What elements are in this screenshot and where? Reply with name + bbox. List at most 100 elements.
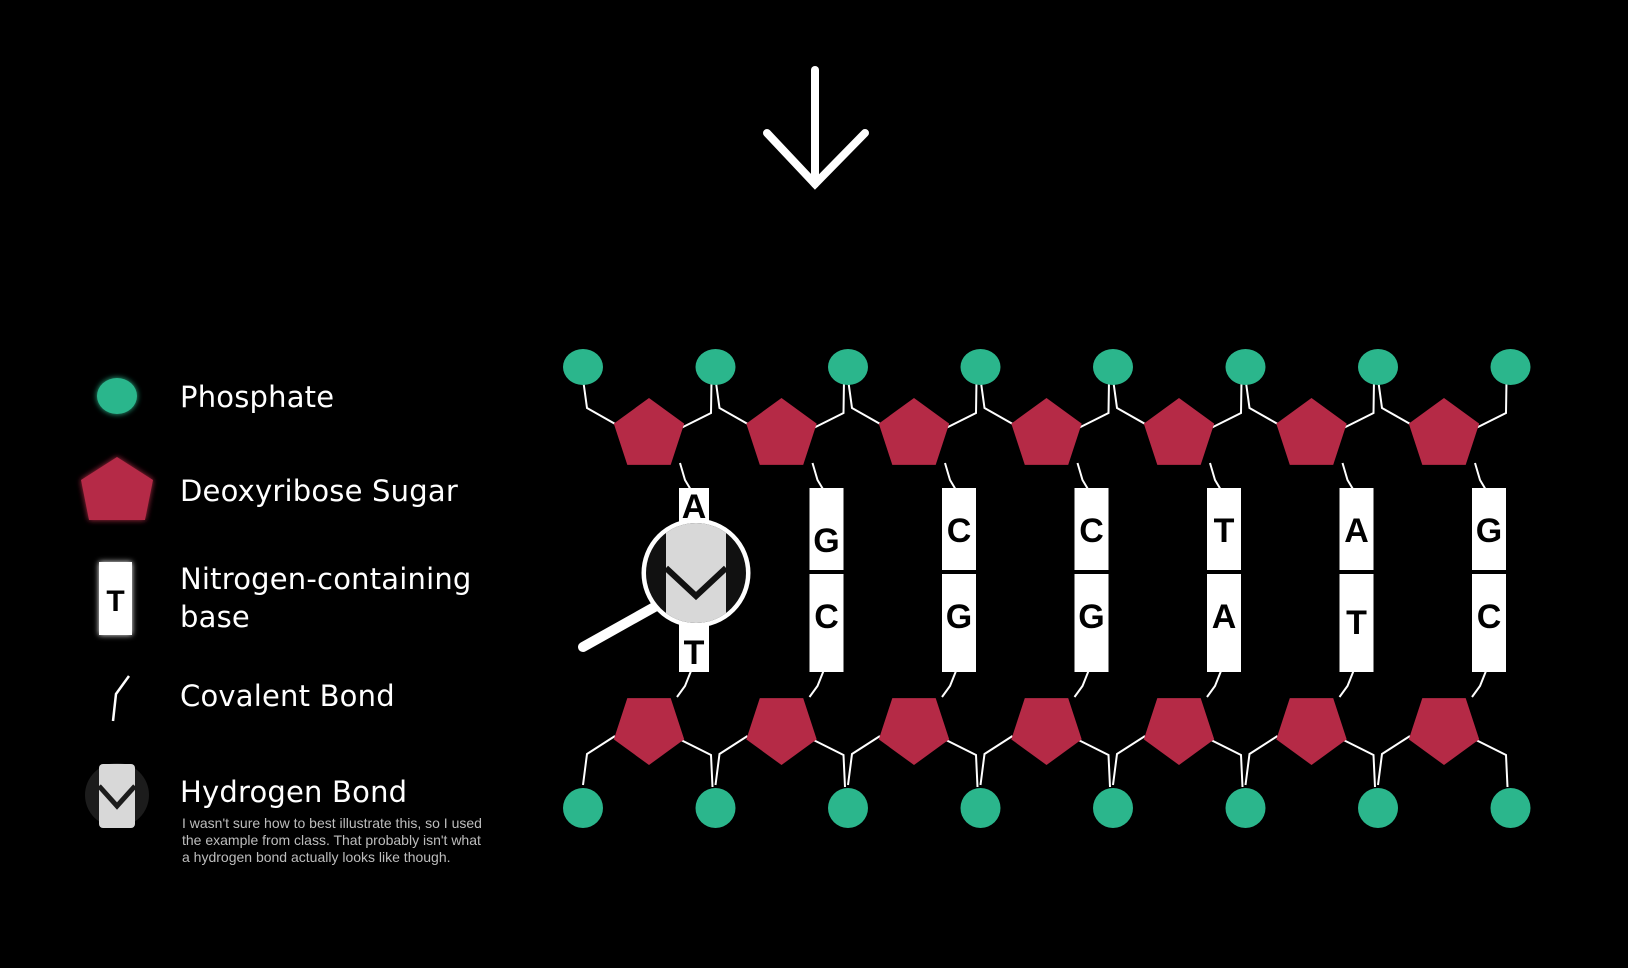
legend-sugar-label: Deoxyribose Sugar (180, 474, 458, 508)
phosphate (1225, 349, 1266, 385)
deoxyribose-sugar (746, 698, 817, 765)
covalent-bond (680, 739, 714, 788)
covalent-bond (1377, 735, 1411, 786)
base-letter: G (813, 522, 839, 560)
legend-hydrogen-label: Hydrogen Bond (180, 775, 408, 809)
deoxyribose-sugar (878, 698, 950, 765)
nitrogen-base (809, 488, 844, 570)
covalent-bond (1244, 735, 1279, 786)
covalent-bond (847, 378, 883, 426)
nitrogen-base (1472, 574, 1506, 672)
covalent-bond (714, 378, 750, 426)
covalent-bond (847, 735, 881, 786)
nitrogen-base (1074, 574, 1109, 672)
nitrogen-base (1339, 574, 1374, 672)
phosphate (1093, 788, 1133, 828)
covalent-bond (979, 735, 1014, 786)
phosphate (1490, 788, 1531, 828)
deoxyribose-sugar (1408, 698, 1480, 765)
nitrogen-base (942, 488, 976, 570)
arrow-down-icon (763, 66, 869, 190)
legend-base-icon: T (99, 562, 132, 635)
legend-base-letter: T (106, 585, 124, 618)
covalent-bond (1112, 735, 1146, 786)
nitrogen-base (1074, 488, 1109, 570)
covalent-bond (1244, 378, 1280, 426)
covalent-bond (1341, 379, 1375, 430)
covalent-bond (1078, 739, 1111, 788)
base-letter: A (1212, 598, 1237, 636)
covalent-bond (943, 379, 978, 430)
base-letter: C (947, 512, 972, 550)
nitrogen-base (1472, 488, 1506, 570)
phosphate (828, 788, 868, 828)
covalent-bond (1341, 462, 1355, 491)
deoxyribose-sugar (1143, 398, 1215, 465)
legend-covalent-label: Covalent Bond (180, 679, 395, 713)
base-letter: G (1476, 512, 1502, 550)
nitrogen-base (942, 574, 976, 672)
covalent-bond (1206, 670, 1222, 698)
covalent-bond (678, 379, 713, 430)
covalent-bond (1208, 379, 1243, 430)
phosphate (1093, 349, 1133, 385)
legend-phosphate-label: Phosphate (180, 380, 335, 414)
nitrogen-base (1339, 488, 1374, 570)
phosphate (1358, 349, 1398, 385)
nitrogen-base (679, 620, 709, 672)
covalent-bond (1343, 739, 1376, 788)
covalent-bond (1473, 379, 1508, 430)
deoxyribose-sugar (1276, 398, 1347, 465)
covalent-bond (676, 670, 692, 698)
base-letter: C (814, 598, 839, 636)
deoxyribose-sugar (746, 398, 817, 465)
phosphate (1490, 349, 1531, 385)
base-letter: C (1079, 512, 1104, 550)
phosphate (960, 788, 1001, 828)
base-letter: G (946, 598, 972, 636)
base-letter: T (684, 634, 705, 672)
base-letter: C (1477, 598, 1502, 636)
nitrogen-base (1207, 488, 1241, 570)
deoxyribose-sugar (878, 398, 950, 465)
covalent-bond (1474, 462, 1487, 491)
covalent-bond (1076, 379, 1110, 430)
covalent-bond (1471, 670, 1487, 698)
covalent-bond (582, 735, 616, 786)
phosphate (563, 788, 603, 828)
covalent-bond (979, 378, 1015, 426)
covalent-bond (1475, 739, 1509, 788)
legend-covalent-bond-icon (111, 675, 131, 722)
base-letter: A (1344, 512, 1369, 550)
deoxyribose-sugar (1408, 398, 1480, 465)
deoxyribose-sugar (1143, 698, 1215, 765)
base-letter: G (1078, 598, 1104, 636)
nitrogen-base (809, 574, 844, 672)
deoxyribose-sugar (613, 698, 685, 765)
covalent-bond (714, 735, 749, 786)
magnifier-icon (578, 518, 751, 652)
covalent-bond (811, 462, 825, 491)
covalent-bond (941, 670, 957, 698)
covalent-bond (944, 462, 957, 491)
deoxyribose-sugar (613, 398, 685, 465)
covalent-bond (1377, 378, 1413, 426)
legend-sugar-icon (81, 457, 153, 520)
covalent-bond (1076, 462, 1090, 491)
covalent-bond (813, 739, 846, 788)
legend-hydrogen-note: I wasn't sure how to best illustrate thi… (182, 815, 482, 865)
covalent-bond (679, 462, 692, 491)
dna-backbone (563, 349, 1531, 828)
hydrogen-bond-icon (85, 763, 149, 828)
base-letter: T (1346, 604, 1367, 642)
legend-phosphate-icon (97, 378, 137, 414)
phosphate (1225, 788, 1266, 828)
covalent-bond (811, 379, 845, 430)
covalent-bond (1112, 378, 1148, 426)
covalent-bond (582, 378, 618, 426)
covalent-bond (1073, 670, 1090, 698)
phosphate (828, 349, 868, 385)
phosphate (960, 349, 1001, 385)
